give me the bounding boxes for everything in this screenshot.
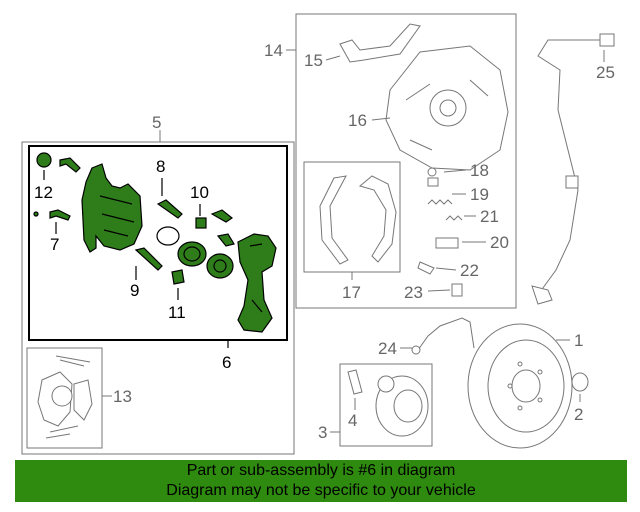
piston-boot[interactable] bbox=[206, 253, 234, 279]
brake-rotor[interactable] bbox=[467, 323, 573, 449]
part-9-guide-pin[interactable] bbox=[134, 247, 163, 271]
callout-13[interactable]: 13 bbox=[113, 387, 132, 406]
part-12-cap[interactable] bbox=[36, 152, 52, 168]
callout-2[interactable]: 2 bbox=[574, 405, 583, 424]
part-8-guide-pin[interactable] bbox=[156, 199, 183, 219]
callout-19[interactable]: 19 bbox=[470, 185, 489, 204]
callout-17[interactable]: 17 bbox=[342, 283, 361, 302]
part-11-bushing[interactable] bbox=[171, 269, 185, 285]
group-3-box bbox=[339, 363, 433, 447]
callout-11[interactable]: 11 bbox=[168, 303, 186, 322]
callout-6[interactable]: 6 bbox=[222, 353, 231, 372]
brake-shoe-right[interactable] bbox=[358, 175, 397, 263]
abs-sensor-wire[interactable] bbox=[537, 39, 604, 293]
callout-4[interactable]: 4 bbox=[348, 411, 357, 430]
piston[interactable] bbox=[177, 241, 207, 267]
callout-18[interactable]: 18 bbox=[470, 161, 489, 180]
group-13-box bbox=[26, 347, 103, 449]
callout-10[interactable]: 10 bbox=[190, 183, 209, 202]
callout-8[interactable]: 8 bbox=[156, 157, 165, 176]
callout-1[interactable]: 1 bbox=[574, 331, 583, 350]
info-banner: Part or sub-assembly is #6 in diagram Di… bbox=[15, 460, 627, 502]
callout-22[interactable]: 22 bbox=[460, 261, 479, 280]
assembly-6-box bbox=[28, 145, 288, 341]
callout-21[interactable]: 21 bbox=[480, 207, 499, 226]
caliper-body[interactable] bbox=[81, 163, 143, 253]
brake-hose[interactable] bbox=[417, 317, 475, 351]
banner-line-1: Part or sub-assembly is #6 in diagram bbox=[186, 462, 456, 479]
callout-23[interactable]: 23 bbox=[404, 283, 423, 302]
callout-15[interactable]: 15 bbox=[304, 51, 323, 70]
callout-20[interactable]: 20 bbox=[490, 233, 509, 252]
caliper-bracket[interactable] bbox=[237, 233, 277, 333]
callout-14[interactable]: 14 bbox=[264, 41, 283, 60]
part-7-bolt[interactable] bbox=[49, 209, 71, 221]
group-14-box bbox=[295, 13, 517, 309]
brake-shoe-left[interactable] bbox=[319, 175, 349, 265]
banner-line-2: Diagram may not be specific to your vehi… bbox=[166, 482, 476, 499]
callout-7[interactable]: 7 bbox=[50, 235, 59, 254]
callout-12[interactable]: 12 bbox=[34, 183, 53, 202]
piston-seal[interactable] bbox=[156, 226, 180, 246]
hub-cap[interactable] bbox=[571, 372, 589, 392]
parts-diagram: 5 6 14 17 13 3 12 7 8 10 9 11 bbox=[21, 13, 615, 455]
callout-16[interactable]: 16 bbox=[348, 111, 367, 130]
callout-9[interactable]: 9 bbox=[130, 281, 139, 300]
group-5-box bbox=[21, 141, 295, 455]
cable-bracket[interactable] bbox=[339, 23, 421, 63]
callout-5[interactable]: 5 bbox=[152, 113, 161, 132]
callout-3[interactable]: 3 bbox=[318, 423, 327, 442]
callout-24[interactable]: 24 bbox=[378, 339, 397, 358]
part-10-bushing[interactable] bbox=[195, 217, 207, 229]
bleeder-bolt[interactable] bbox=[59, 157, 81, 173]
callout-25[interactable]: 25 bbox=[596, 63, 615, 82]
